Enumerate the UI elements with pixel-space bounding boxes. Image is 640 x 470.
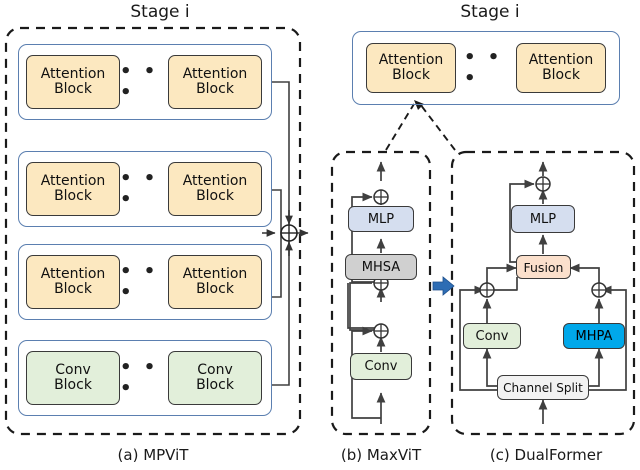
mlp-block-dualformer[interactable]: MLP bbox=[511, 205, 575, 233]
conv-block-dualformer[interactable]: Conv bbox=[463, 323, 521, 349]
branch-group-3 bbox=[18, 244, 272, 320]
caption-c: (c) DualFormer bbox=[489, 446, 603, 464]
ellipsis-r3: • • • bbox=[120, 261, 159, 303]
add-node-c-left bbox=[479, 282, 495, 298]
mlp-block-maxvit[interactable]: MLP bbox=[348, 206, 414, 232]
ellipsis-r2: • • • bbox=[120, 168, 159, 210]
mhpa-block-dualformer[interactable]: MHPA bbox=[563, 323, 625, 349]
fusion-block-dualformer[interactable]: Fusion bbox=[516, 255, 571, 279]
caption-b: (b) MaxViT bbox=[340, 446, 422, 464]
conv-block-maxvit[interactable]: Conv bbox=[350, 353, 412, 380]
mhsa-block-maxvit[interactable]: MHSA bbox=[345, 254, 417, 280]
ellipsis-top: • • • bbox=[464, 47, 503, 89]
stage-group-right bbox=[352, 31, 620, 105]
caption-a: (a) MPViT bbox=[117, 446, 189, 464]
channel-split-block[interactable]: Channel Split bbox=[497, 375, 589, 400]
branch-group-4 bbox=[18, 340, 272, 416]
add-node-c-top bbox=[535, 176, 551, 192]
merge-node-a bbox=[280, 224, 298, 242]
ellipsis-r1: • • • bbox=[120, 61, 159, 103]
stage-title-left: Stage i bbox=[130, 2, 190, 22]
branch-group-1 bbox=[18, 44, 272, 120]
transition-arrow bbox=[432, 276, 455, 296]
ellipsis-r4: • • • bbox=[120, 357, 159, 399]
branch-group-2 bbox=[18, 151, 272, 227]
stage-title-right: Stage i bbox=[460, 2, 520, 22]
add-node-b3 bbox=[373, 189, 389, 205]
add-node-c-right bbox=[591, 282, 607, 298]
add-node-b1 bbox=[373, 323, 389, 339]
